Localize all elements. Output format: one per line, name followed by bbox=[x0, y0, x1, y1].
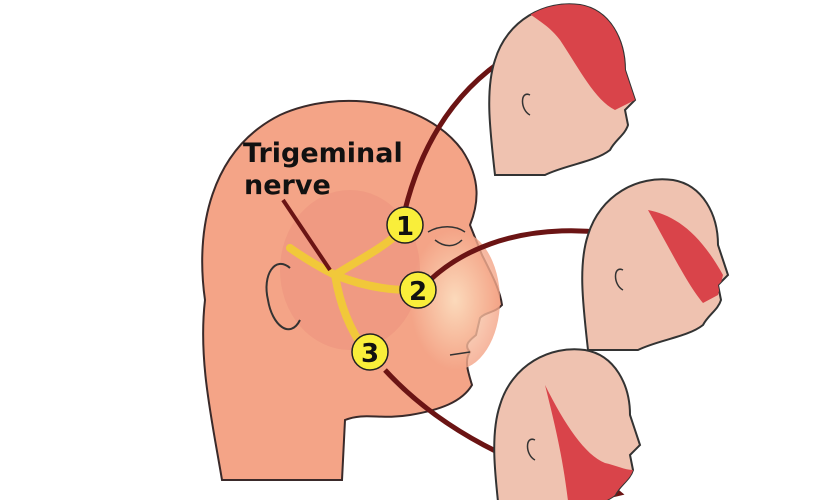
head-mandibular-zone bbox=[493, 348, 641, 500]
branch-number: 1 bbox=[396, 212, 414, 242]
ear bbox=[265, 262, 301, 331]
label-pointer bbox=[281, 198, 332, 272]
label-line-2: nerve bbox=[244, 170, 331, 201]
branch-number: 3 bbox=[361, 339, 379, 369]
branch-badge-3: 3 bbox=[351, 333, 389, 371]
branch-badge-2: 2 bbox=[399, 271, 437, 309]
label-line-1: Trigeminal bbox=[243, 138, 403, 169]
head-maxillary-zone bbox=[581, 178, 729, 351]
eye bbox=[427, 226, 466, 233]
branch-badge-1: 1 bbox=[386, 206, 424, 244]
head-ophthalmic-zone bbox=[488, 3, 636, 177]
branch-number: 2 bbox=[409, 277, 427, 307]
